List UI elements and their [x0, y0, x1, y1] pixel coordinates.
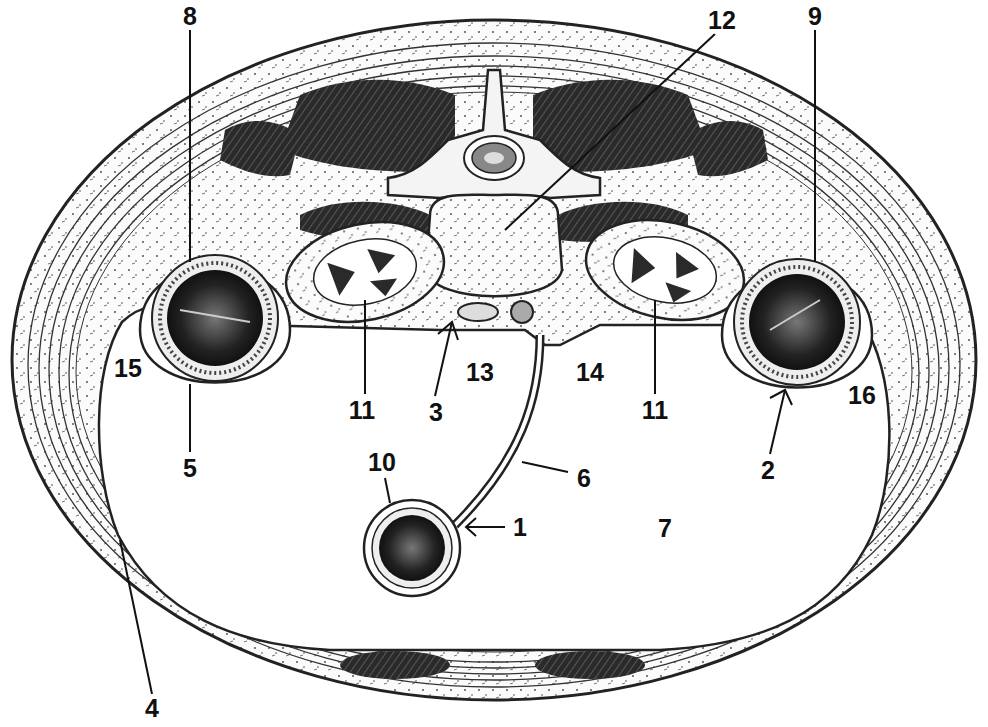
callout-number: 3 [426, 399, 446, 426]
callout-number: 6 [574, 465, 594, 492]
callout-number: 1 [510, 514, 530, 541]
callout-number: 13 [463, 359, 497, 386]
callout-number: 16 [845, 382, 879, 409]
callout-number: 8 [180, 3, 200, 30]
callout-number: 5 [180, 455, 200, 482]
callout-number: 10 [365, 449, 399, 476]
callout-number: 11 [346, 397, 378, 424]
callout-number: 7 [655, 515, 675, 542]
callout-number: 4 [142, 695, 162, 722]
callout-number: 15 [111, 355, 145, 382]
callout-number: 11 [639, 397, 671, 424]
callout-number: 12 [705, 7, 739, 34]
callout-number: 9 [805, 3, 825, 30]
callout-number: 14 [573, 359, 607, 386]
callout-number: 2 [758, 457, 778, 484]
